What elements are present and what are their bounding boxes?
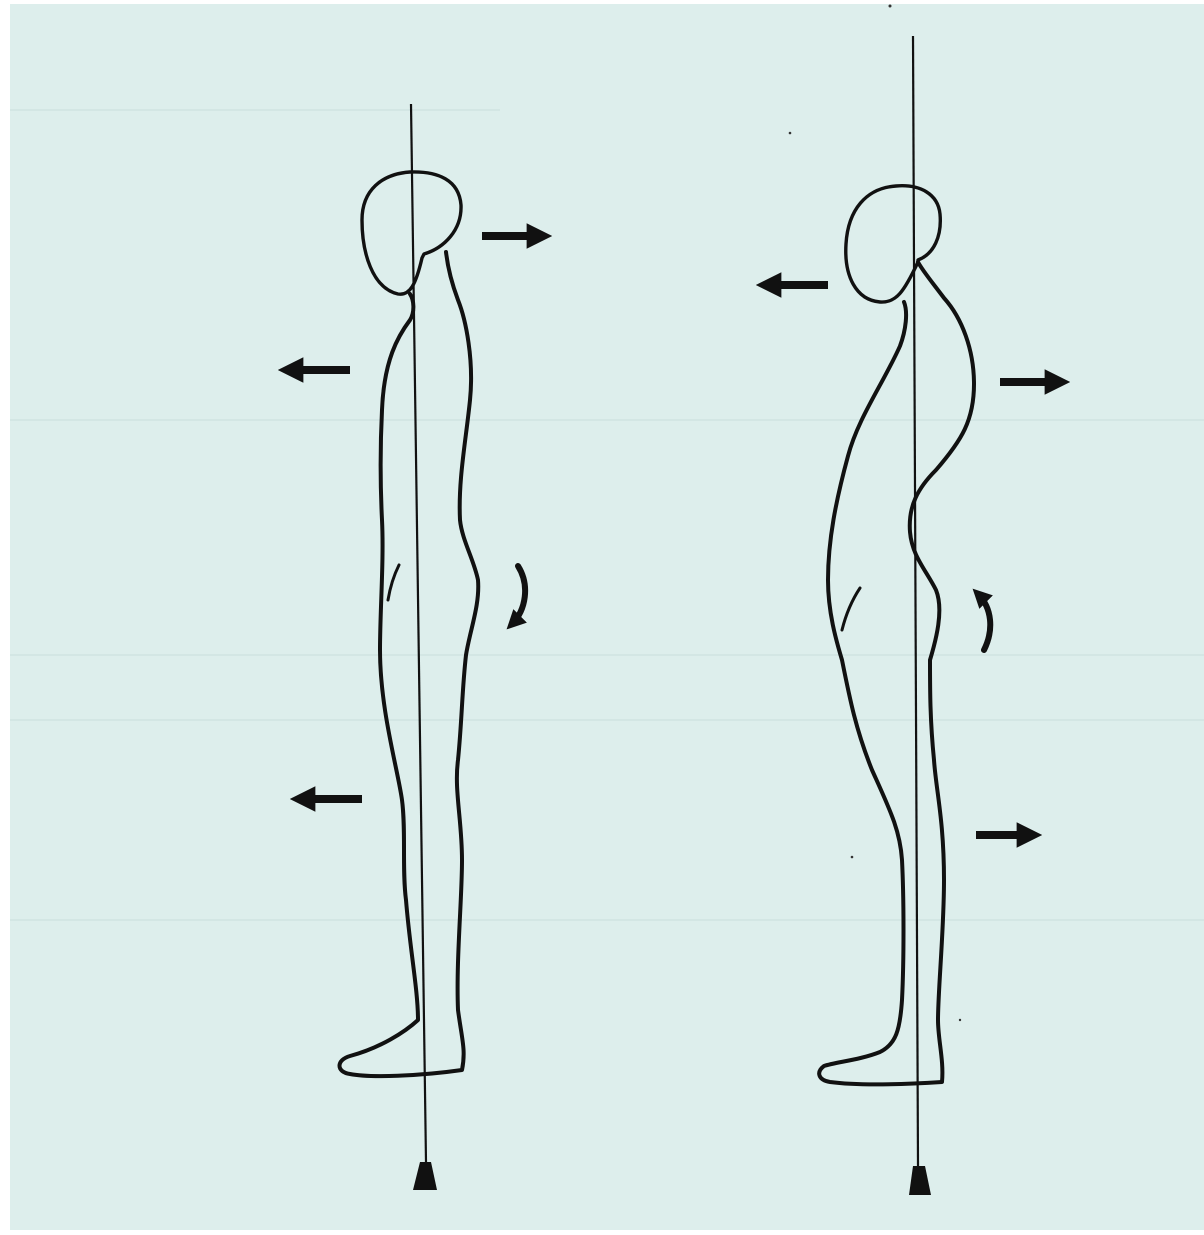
paper-background: [10, 4, 1204, 1230]
